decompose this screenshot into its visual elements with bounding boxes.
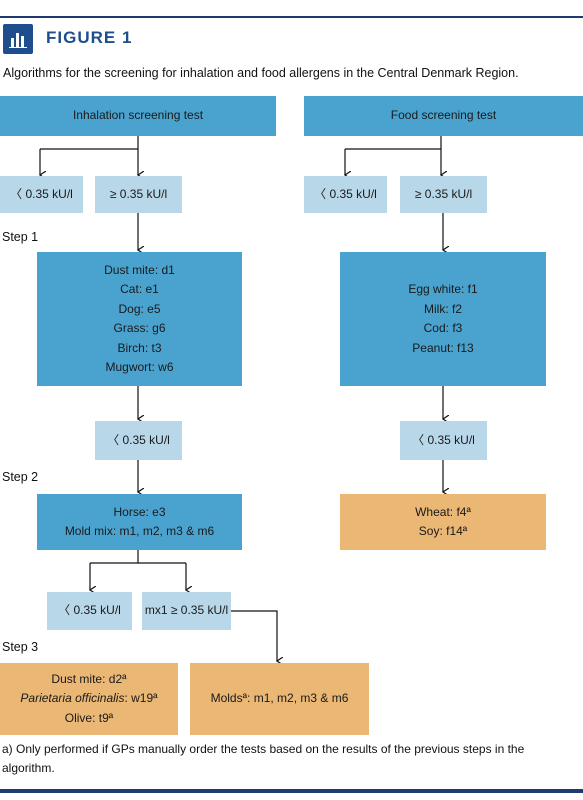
figure-caption: Algorithms for the screening for inhalat… [3, 66, 519, 80]
allergen-item: Birch: t3 [117, 340, 162, 355]
step-3-label: Step 3 [2, 640, 39, 654]
inhalation-header-label: Inhalation screening test [72, 108, 204, 123]
inhalation-step2-high-result: mx1 ≥ 0.35 kU/l [142, 592, 231, 630]
allergen-code: : w19ª [124, 691, 158, 706]
bottom-rule [0, 789, 583, 793]
inhalation-screening-test: Inhalation screening test [0, 96, 276, 136]
allergen-item: Soy: f14ª [418, 524, 468, 538]
food-step1-panel: Egg white: f1 Milk: f2 Cod: f3 Peanut: f… [340, 252, 546, 386]
inhalation-low-label: 〈 0.35 kU/l [10, 186, 73, 201]
allergen-item: Horse: e3 [113, 504, 166, 519]
inhalation-high-result: ≥ 0.35 kU/l [95, 176, 182, 213]
allergen-item: Dog: e5 [118, 301, 161, 316]
allergen-item: Dust mite: d1 [104, 262, 175, 277]
food-high-result: ≥ 0.35 kU/l [400, 176, 487, 213]
inhalation-low-result: 〈 0.35 kU/l [0, 176, 83, 213]
food-low-label: 〈 0.35 kU/l [314, 186, 377, 201]
step2-low-label: 〈 0.35 kU/l [58, 603, 121, 618]
allergen-item: Mold mix: m1, m2, m3 & m6 [64, 524, 215, 538]
bar-chart-icon [3, 24, 33, 54]
step-2-label: Step 2 [2, 470, 39, 484]
allergen-item: Parietaria officinalis: w19ª [20, 689, 157, 709]
allergen-item: Cat: e1 [120, 282, 159, 296]
allergen-item: Egg white: f1 [408, 282, 478, 296]
inhalation-step2-panel: Horse: e3 Mold mix: m1, m2, m3 & m6 [37, 494, 242, 550]
food-high-label: ≥ 0.35 kU/l [414, 186, 473, 201]
inhalation-step1-result-label: 〈 0.35 kU/l [107, 432, 170, 447]
inhalation-high-label: ≥ 0.35 kU/l [109, 186, 168, 201]
food-step1-result-label: 〈 0.35 kU/l [412, 432, 475, 447]
step2-high-label: mx1 ≥ 0.35 kU/l [144, 603, 229, 618]
inhalation-step1-result: 〈 0.35 kU/l [95, 421, 182, 460]
allergen-item: Cod: f3 [423, 321, 463, 335]
step-1-label: Step 1 [2, 230, 39, 244]
figure-label: FIGURE 1 [46, 28, 133, 47]
food-low-result: 〈 0.35 kU/l [304, 176, 387, 213]
inhalation-step3-left-panel: Dust mite: d2ª Parietaria officinalis: w… [0, 663, 178, 735]
allergen-item: Moldsª: m1, m2, m3 & m6 [210, 691, 349, 706]
species-name: Parietaria officinalis [20, 691, 125, 706]
allergen-item: Mugwort: w6 [105, 360, 174, 374]
top-rule [0, 16, 583, 18]
food-step2-panel: Wheat: f4ª Soy: f14ª [340, 494, 546, 550]
allergen-item: Dust mite: d2ª [51, 671, 127, 686]
allergen-item: Olive: t9ª [64, 710, 114, 725]
allergen-item: Grass: g6 [113, 321, 166, 335]
food-header-label: Food screening test [390, 108, 497, 123]
allergen-item: Milk: f2 [423, 301, 462, 316]
footnote: a) Only performed if GPs manually order … [2, 742, 525, 775]
allergen-item: Peanut: f13 [412, 340, 474, 355]
allergen-item: Wheat: f4ª [415, 504, 471, 519]
inhalation-step1-panel: Dust mite: d1 Cat: e1 Dog: e5 Grass: g6 … [37, 252, 242, 386]
inhalation-step3-molds-panel: Moldsª: m1, m2, m3 & m6 [190, 663, 369, 735]
inhalation-step2-low-result: 〈 0.35 kU/l [47, 592, 132, 630]
food-screening-test: Food screening test [304, 96, 583, 136]
food-step1-result: 〈 0.35 kU/l [400, 421, 487, 460]
